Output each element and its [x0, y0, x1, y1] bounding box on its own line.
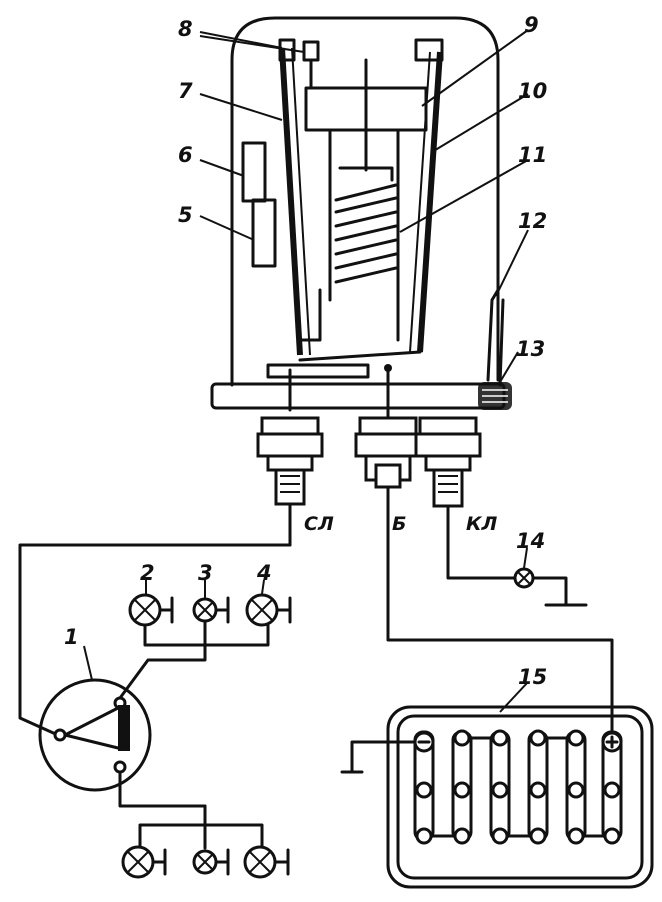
- label-9: 9: [524, 13, 539, 37]
- terminal-label-kl: КЛ: [466, 513, 498, 535]
- label-11: 11: [518, 143, 547, 167]
- bimetal-plate: [251, 198, 277, 268]
- lamp-bottom-left: [121, 845, 167, 879]
- battery-negative-terminal: [340, 731, 435, 774]
- contact-pair-right: [414, 38, 444, 62]
- label-2: 2: [140, 561, 155, 585]
- battery-cells: [413, 729, 623, 845]
- label-15: 15: [518, 665, 547, 689]
- right-spring-plate: [417, 51, 443, 353]
- wire-sl: [18, 543, 292, 738]
- relay-base-plate: [210, 382, 506, 410]
- coil-core: [328, 128, 400, 342]
- label-10: 10: [518, 79, 547, 103]
- label-14: 14: [516, 529, 545, 553]
- lamp-4: [245, 593, 292, 627]
- lamp-2: [128, 593, 174, 627]
- battery: [340, 705, 654, 889]
- label-13: 13: [516, 337, 545, 361]
- label-6: 6: [178, 143, 193, 167]
- terminal-left: [256, 416, 324, 547]
- lamp-bottom-middle: [192, 848, 230, 876]
- contact-pair-left-2: [302, 40, 320, 62]
- relay-unit: [210, 16, 512, 422]
- indicator-lamp-14: [513, 567, 588, 607]
- label-3: 3: [198, 561, 213, 585]
- lamp-group-top: [128, 593, 292, 647]
- label-7: 7: [178, 79, 193, 103]
- label-5: 5: [178, 203, 193, 227]
- lamp-3: [192, 596, 230, 624]
- callout-leaders: [83, 29, 529, 713]
- left-spring-plate: [279, 47, 303, 356]
- terminal-right: [414, 416, 517, 580]
- callout-labels: 1 2 3 4 5 6 7 8 9 10 11 12 13 14 15 СЛ Б…: [64, 13, 547, 689]
- coil-winding: [334, 166, 398, 284]
- turn-signal-switch: [38, 610, 207, 808]
- resistor: [241, 141, 267, 203]
- terminal-label-b: Б: [392, 513, 406, 535]
- cover-gasket: [486, 288, 500, 382]
- lamp-group-bottom: [121, 804, 290, 879]
- label-1: 1: [64, 625, 79, 649]
- terminal-middle: [354, 416, 614, 742]
- label-4: 4: [256, 561, 272, 585]
- battery-positive-terminal: [601, 731, 623, 753]
- label-12: 12: [518, 209, 547, 233]
- terminal-label-sl: СЛ: [304, 513, 334, 535]
- label-8: 8: [178, 17, 193, 41]
- lamp-bottom-right: [243, 845, 290, 879]
